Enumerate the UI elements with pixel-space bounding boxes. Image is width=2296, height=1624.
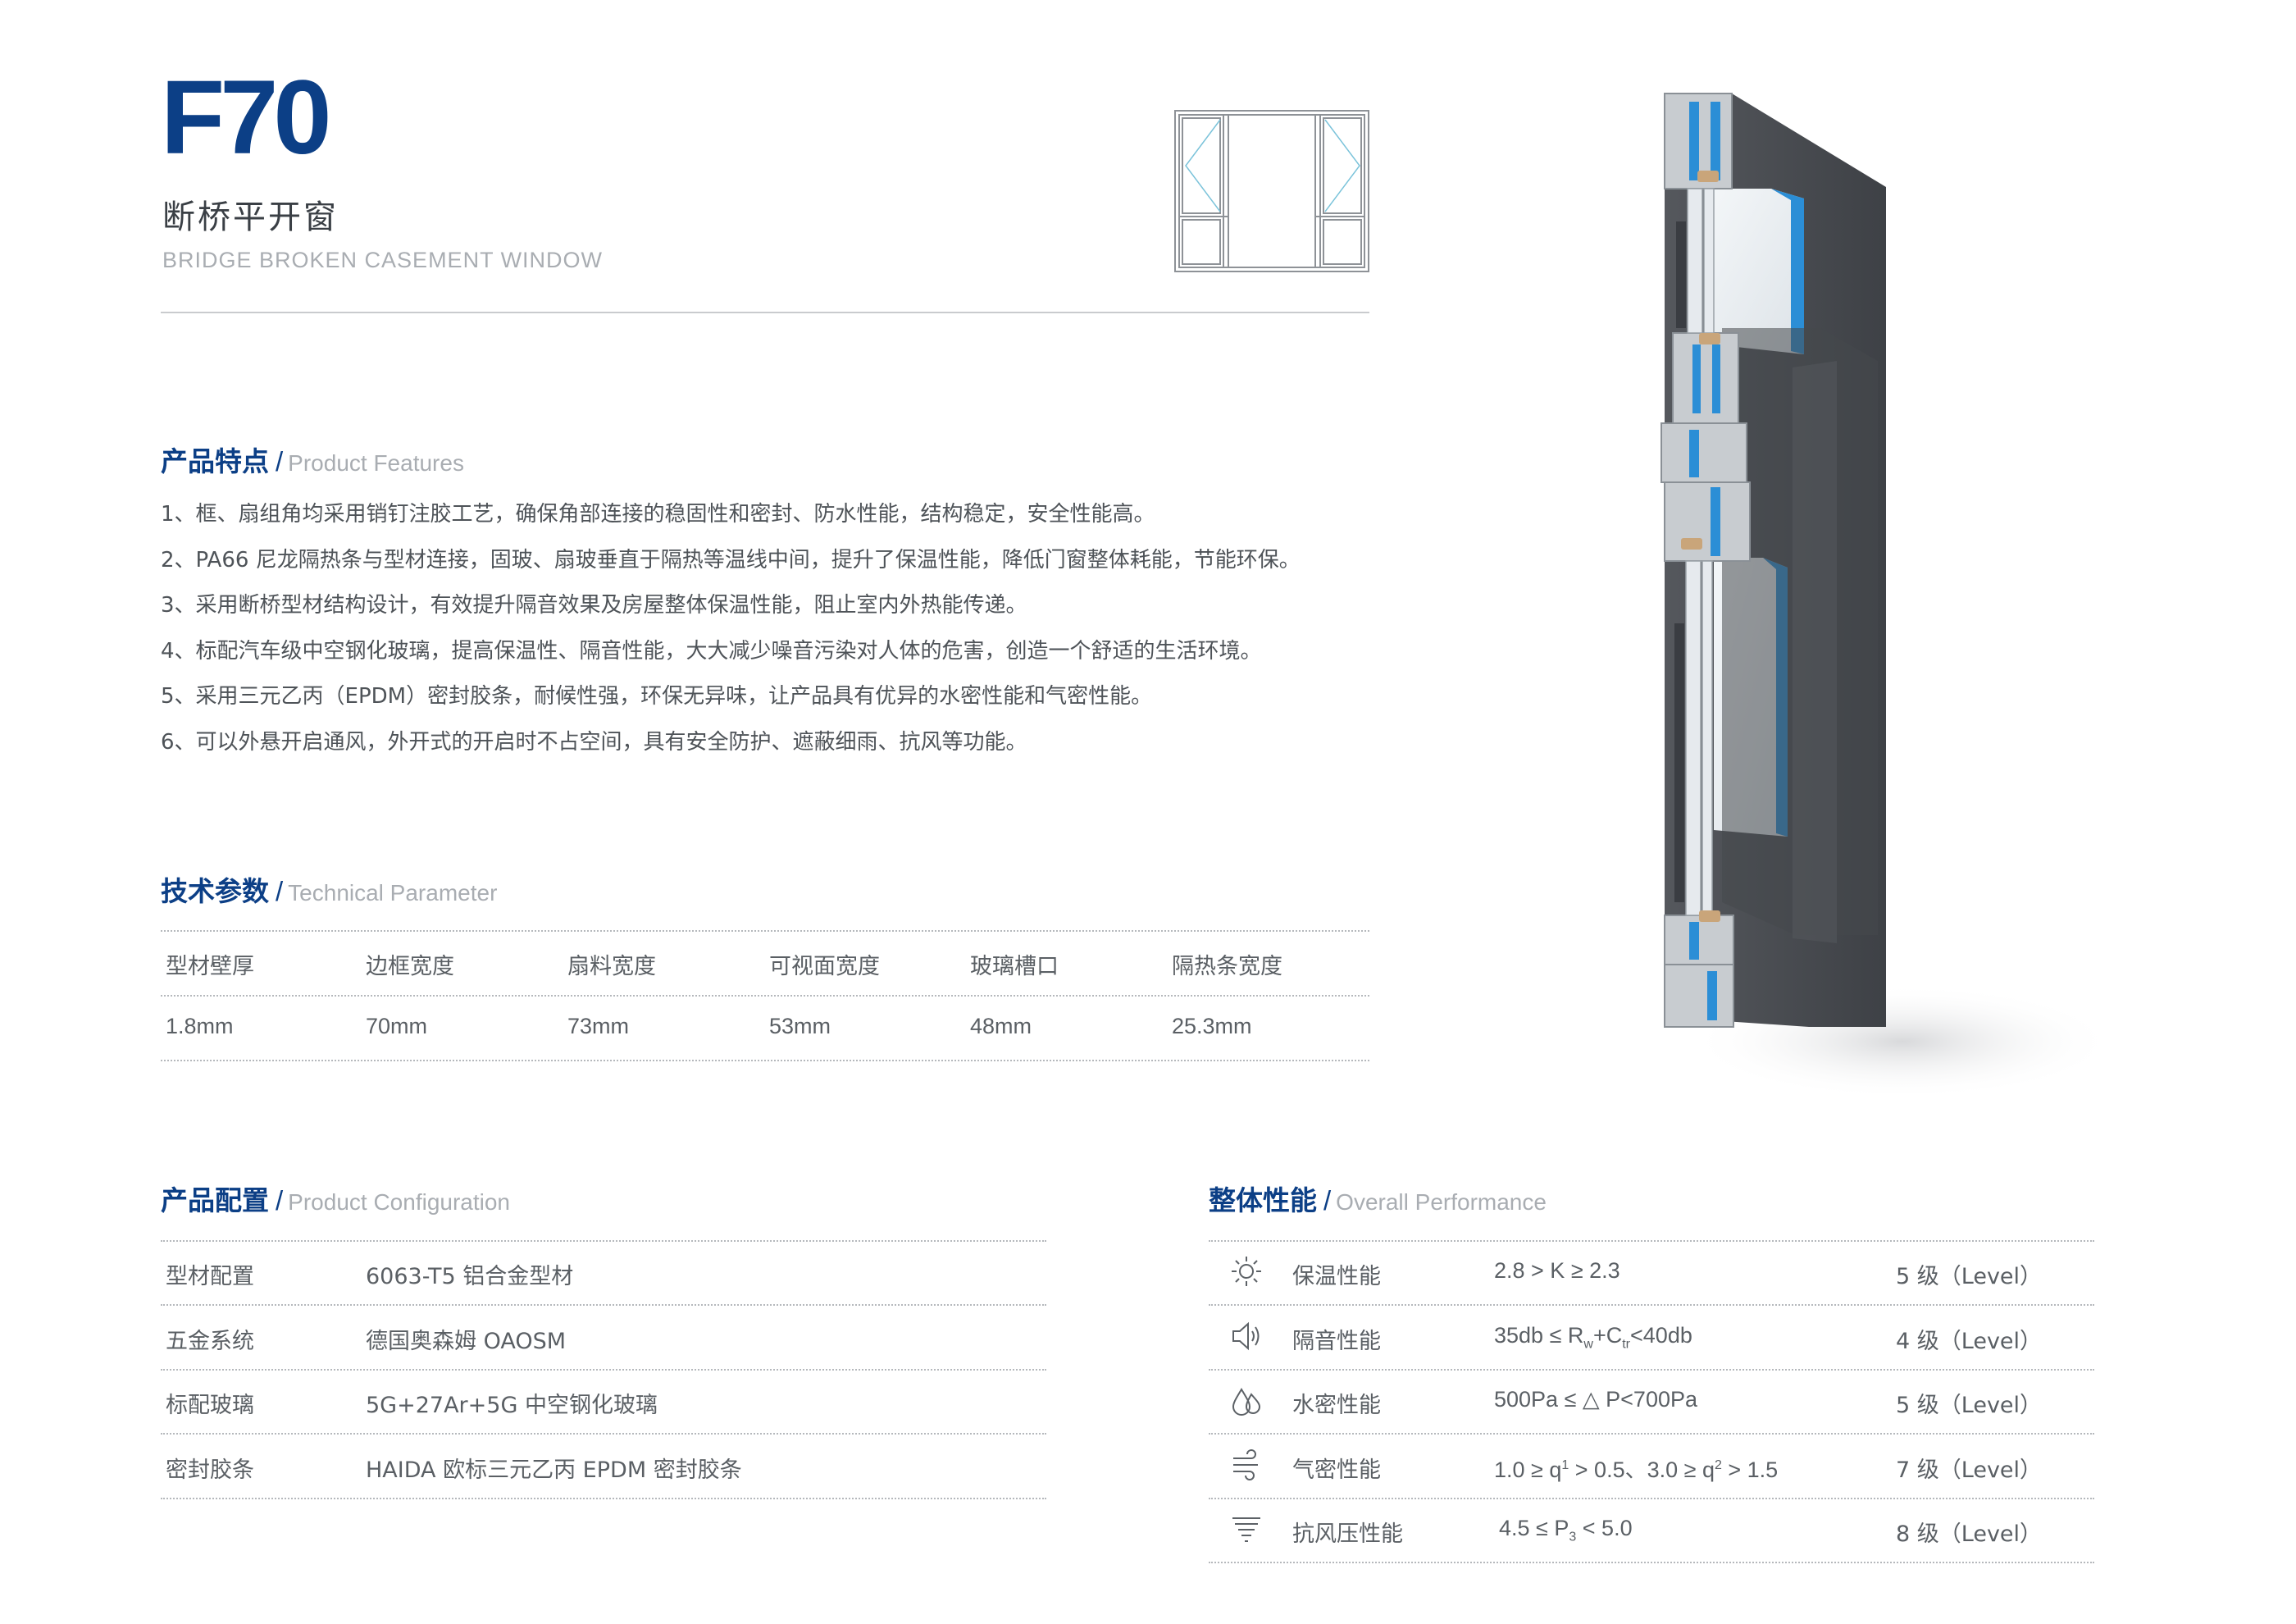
perf-level-thermal: 5 级（Level） [1896, 1264, 2043, 1289]
config-value-seal: HAIDA 欧标三元乙丙 EPDM 密封胶条 [366, 1457, 742, 1483]
title-slash: / [276, 876, 284, 906]
title-slash: / [276, 446, 284, 477]
config-section-title: 产品配置/Product Configuration [161, 1179, 510, 1218]
feature-item-3: 3、采用断桥型材结构设计，有效提升隔音效果及房屋整体保温性能，阻止室内外热能传递… [161, 593, 1027, 618]
perf-spec-water: 500Pa ≤ △ P<700Pa [1494, 1387, 1698, 1412]
model-number: F70 [161, 59, 332, 176]
perf-rule-5 [1209, 1562, 2094, 1563]
product-title-cn: 断桥平开窗 [162, 198, 339, 236]
wind-icon [1233, 1449, 1258, 1480]
config-title-cn: 产品配置 [161, 1184, 269, 1216]
tornado-icon [1232, 1517, 1260, 1542]
perf-spec-wind: 4.5 ≤ P3 < 5.0 [1499, 1516, 1633, 1544]
config-rule-3 [161, 1433, 1046, 1435]
water-drop-icon [1232, 1388, 1261, 1416]
config-label-hardware: 五金系统 [166, 1329, 254, 1354]
config-label-seal: 密封胶条 [166, 1457, 254, 1483]
tech-rule-bottom [161, 1060, 1369, 1061]
speaker-icon [1232, 1321, 1260, 1351]
tech-section-title: 技术参数/Technical Parameter [161, 869, 497, 909]
config-rule-1 [161, 1304, 1046, 1306]
tech-title-en: Technical Parameter [288, 880, 498, 906]
config-title-en: Product Configuration [288, 1189, 510, 1215]
tech-header-wall-thickness: 型材壁厚 [166, 954, 254, 979]
perf-rule-3 [1209, 1433, 2094, 1435]
perf-rule-1 [1209, 1304, 2094, 1306]
perf-rule-0 [1209, 1240, 2094, 1242]
tech-rule-top [161, 930, 1369, 932]
features-section-title: 产品特点/Product Features [161, 440, 464, 479]
config-label-glass: 标配玻璃 [166, 1393, 254, 1418]
tech-value-frame-width: 70mm [366, 1014, 428, 1038]
window-elevation-diagram [1174, 110, 1369, 272]
perf-level-air: 7 级（Level） [1896, 1457, 2043, 1483]
feature-item-2: 2、PA66 尼龙隔热条与型材连接，固玻、扇玻垂直于隔热等温线中间，提升了保温性… [161, 548, 1301, 573]
perf-level-acoustic: 4 级（Level） [1896, 1329, 2043, 1354]
performance-section-title: 整体性能/Overall Performance [1209, 1179, 1547, 1218]
tech-title-cn: 技术参数 [161, 875, 269, 907]
profile-section-image [1660, 93, 2116, 1099]
header-divider [161, 312, 1369, 313]
perf-level-wind: 8 级（Level） [1896, 1521, 2043, 1547]
perf-label-air: 气密性能 [1292, 1457, 1381, 1483]
tech-value-visible-width: 53mm [769, 1014, 831, 1038]
config-value-profile: 6063-T5 铝合金型材 [366, 1264, 574, 1289]
feature-item-1: 1、框、扇组角均采用销钉注胶工艺，确保角部连接的稳固性和密封、防水性能，结构稳定… [161, 502, 1155, 527]
performance-title-cn: 整体性能 [1209, 1184, 1317, 1216]
title-slash: / [1323, 1185, 1332, 1216]
perf-label-acoustic: 隔音性能 [1292, 1329, 1381, 1354]
config-value-hardware: 德国奥森姆 OAOSM [366, 1329, 567, 1354]
tech-header-glass-slot: 玻璃槽口 [970, 954, 1059, 979]
performance-title-en: Overall Performance [1336, 1189, 1547, 1215]
feature-item-6: 6、可以外悬开启通风，外开式的开启时不占空间，具有安全防护、遮蔽细雨、抗风等功能… [161, 730, 1027, 755]
tech-header-frame-width: 边框宽度 [366, 954, 454, 979]
tech-value-wall-thickness: 1.8mm [166, 1014, 234, 1038]
perf-level-water: 5 级（Level） [1896, 1393, 2043, 1418]
product-title-en: BRIDGE BROKEN CASEMENT WINDOW [162, 248, 604, 272]
perf-label-water: 水密性能 [1292, 1393, 1381, 1418]
perf-spec-thermal: 2.8 > K ≥ 2.3 [1494, 1258, 1620, 1283]
tech-header-visible-width: 可视面宽度 [769, 954, 880, 979]
tech-value-thermal-strip: 25.3mm [1172, 1014, 1252, 1038]
perf-label-wind: 抗风压性能 [1292, 1521, 1403, 1547]
sun-icon [1232, 1257, 1261, 1286]
features-title-en: Product Features [288, 450, 464, 476]
perf-rule-4 [1209, 1498, 2094, 1499]
config-rule-2 [161, 1369, 1046, 1371]
title-slash: / [276, 1185, 284, 1216]
config-rule-4 [161, 1498, 1046, 1499]
config-label-profile: 型材配置 [166, 1264, 254, 1289]
perf-spec-acoustic: 35db ≤ Rw+Ctr<40db [1494, 1323, 1692, 1352]
tech-value-glass-slot: 48mm [970, 1014, 1032, 1038]
perf-spec-air: 1.0 ≥ q1 > 0.5、3.0 ≥ q2 > 1.5 [1494, 1457, 1779, 1482]
perf-rule-2 [1209, 1369, 2094, 1371]
feature-item-5: 5、采用三元乙丙（EPDM）密封胶条，耐候性强，环保无异味，让产品具有优异的水密… [161, 684, 1153, 709]
perf-label-thermal: 保温性能 [1292, 1264, 1381, 1289]
tech-value-sash-width: 73mm [567, 1014, 630, 1038]
config-value-glass: 5G+27Ar+5G 中空钢化玻璃 [366, 1393, 658, 1418]
feature-item-4: 4、标配汽车级中空钢化玻璃，提高保温性、隔音性能，大大减少噪音污染对人体的危害，… [161, 639, 1262, 664]
tech-header-sash-width: 扇料宽度 [567, 954, 656, 979]
config-rule-0 [161, 1240, 1046, 1242]
tech-header-thermal-strip: 隔热条宽度 [1172, 954, 1282, 979]
tech-rule-mid [161, 995, 1369, 997]
features-title-cn: 产品特点 [161, 445, 269, 477]
